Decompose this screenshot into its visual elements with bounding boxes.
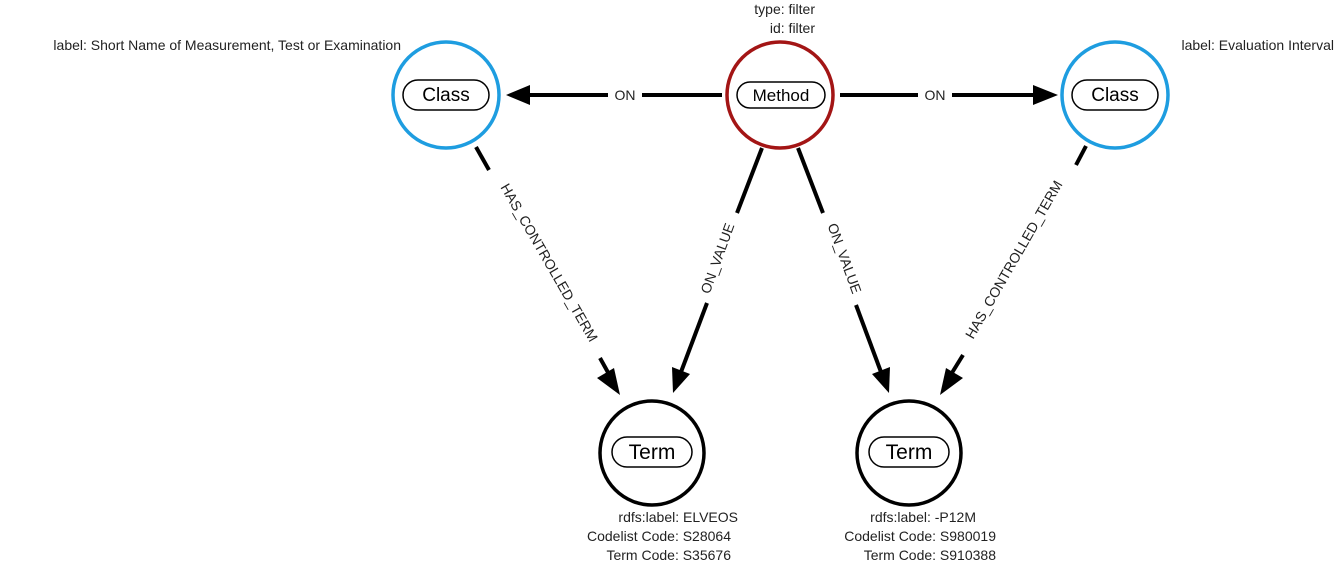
arrowhead-icon [672, 367, 690, 393]
node-term-right[interactable]: Term [855, 399, 963, 507]
edge-line [796, 147, 825, 214]
edge-label-has-controlled-term-left: HAS_CONTROLLED_TERM [497, 181, 601, 345]
node-class-right[interactable]: Class [1060, 40, 1170, 150]
edge-method-to-term-right: ON_VALUE [796, 147, 890, 393]
term-right-term-code: Term Code: S910388 [864, 547, 997, 563]
method-label: Method [753, 86, 810, 105]
edge-line [1074, 145, 1088, 166]
term-left-rdfs-label: rdfs:label: ELVEOS [618, 509, 738, 525]
edge-line [854, 304, 883, 373]
edge-class-right-to-term-right: HAS_CONTROLLED_TERM [940, 145, 1088, 395]
edge-line [474, 146, 491, 171]
edge-label-on-right: ON [925, 87, 946, 103]
term-left-codelist-code: Codelist Code: S28064 [587, 528, 731, 544]
edge-method-to-term-left: ON_VALUE [672, 147, 764, 393]
edge-label-has-controlled-term-right: HAS_CONTROLLED_TERM [962, 178, 1066, 342]
class-right-label: Class [1091, 85, 1139, 106]
term-right-rdfs-label: rdfs:label: -P12M [870, 509, 976, 525]
term-right-codelist-code: Codelist Code: S980019 [844, 528, 996, 544]
arrowhead-icon [940, 368, 963, 395]
arrowhead-icon [872, 367, 890, 393]
node-method[interactable]: Method [725, 40, 835, 150]
method-label-pill [736, 81, 826, 109]
term-right-label-pill [868, 436, 950, 468]
edge-label-on-left: ON [615, 87, 636, 103]
class-left-annotation: label: Short Name of Measurement, Test o… [53, 37, 401, 53]
method-type-annotation: type: filter [754, 1, 815, 17]
edge-method-to-class-right: ON [840, 85, 1058, 105]
node-class-left[interactable]: Class [391, 40, 501, 150]
edge-label-on-value-right: ON_VALUE [825, 221, 865, 296]
edge-label-on-value-left: ON_VALUE [697, 221, 737, 296]
class-right-label-pill [1071, 79, 1159, 111]
edge-method-to-class-left: ON [506, 85, 722, 105]
term-left-label: Term [629, 441, 676, 464]
class-right-annotation: label: Evaluation Interval [1181, 37, 1334, 53]
method-id-annotation: id: filter [770, 20, 815, 36]
class-left-label-pill [402, 79, 490, 111]
arrowhead-icon [1033, 85, 1058, 105]
edge-class-left-to-term-left: HAS_CONTROLLED_TERM [474, 146, 620, 395]
term-left-term-code: Term Code: S35676 [606, 547, 731, 563]
term-left-label-pill [611, 436, 693, 468]
term-right-label: Term [886, 441, 933, 464]
arrowhead-icon [597, 368, 620, 395]
edge-line [679, 302, 709, 373]
edge-line [735, 147, 764, 214]
class-left-label: Class [422, 85, 470, 106]
node-term-left[interactable]: Term [598, 399, 706, 507]
arrowhead-icon [506, 85, 530, 105]
